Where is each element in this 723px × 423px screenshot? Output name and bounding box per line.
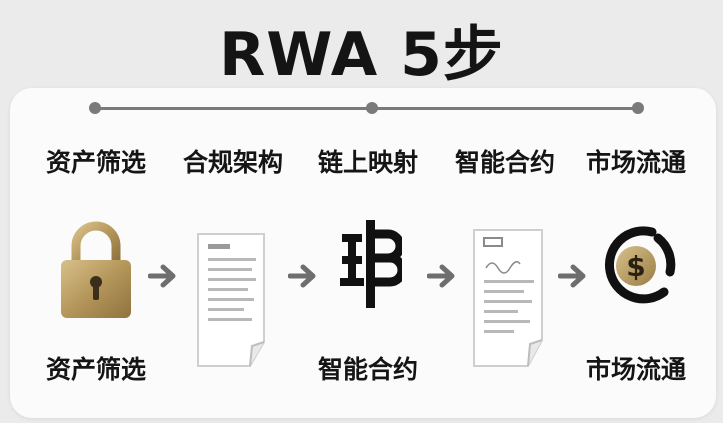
arrow-right-icon bbox=[427, 264, 455, 288]
step-label-5: 市场流通 bbox=[585, 148, 686, 177]
chain-glyph-icon bbox=[340, 220, 402, 308]
bottom-label-3: 智能合约 bbox=[317, 355, 418, 384]
arrow-right-icon bbox=[288, 264, 316, 288]
dollar-coin-icon: $ bbox=[604, 226, 676, 304]
timeline-dot bbox=[89, 102, 101, 114]
step-label-4: 智能合约 bbox=[454, 148, 555, 177]
page-title: RWA 5步 bbox=[219, 20, 504, 90]
arrow-right-icon bbox=[148, 264, 176, 288]
bottom-label-5: 市场流通 bbox=[585, 355, 686, 384]
step-label-1: 资产筛选 bbox=[45, 148, 146, 177]
document-icon bbox=[194, 0, 274, 140]
arrow-right-icon bbox=[558, 264, 586, 288]
document-icon bbox=[197, 233, 265, 367]
contract-document-icon bbox=[473, 229, 543, 367]
step-label-3: 链上映射 bbox=[317, 148, 418, 177]
steps-card bbox=[10, 88, 716, 418]
bottom-label-1: 资产筛选 bbox=[45, 355, 146, 384]
svg-text:$: $ bbox=[626, 250, 645, 283]
timeline-dot bbox=[366, 102, 378, 114]
step-label-2: 合规架构 bbox=[182, 148, 283, 177]
padlock-icon bbox=[61, 221, 131, 318]
timeline-dot bbox=[632, 102, 644, 114]
